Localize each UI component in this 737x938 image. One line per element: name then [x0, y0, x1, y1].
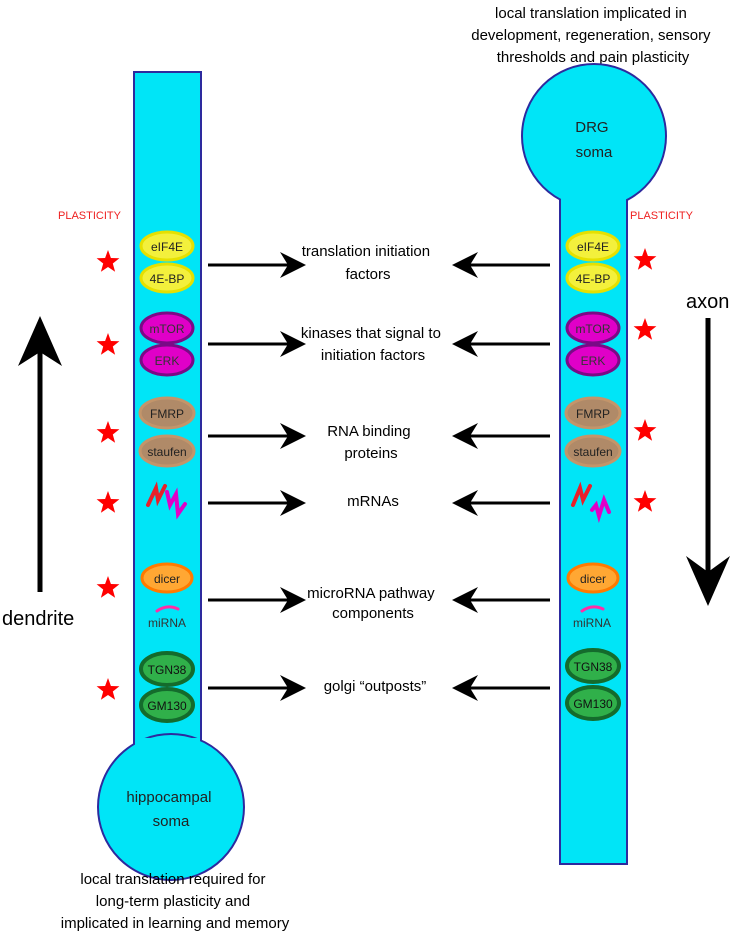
dendrite-molecules: eIF4E 4E-BP mTOR ERK FMRP staufen dicer …	[138, 230, 196, 723]
svg-text:staufen: staufen	[573, 445, 612, 459]
mtor-molecule	[565, 311, 621, 345]
svg-text:staufen: staufen	[147, 445, 186, 459]
svg-text:FMRP: FMRP	[150, 407, 184, 421]
svg-text:dicer: dicer	[580, 572, 606, 586]
svg-text:dicer: dicer	[154, 572, 180, 586]
svg-text:4E-BP: 4E-BP	[150, 272, 185, 286]
dicer-molecule	[566, 562, 620, 594]
right-to-center-arrow-icon	[452, 587, 550, 613]
axon-molecules: eIF4E 4E-BP mTOR ERK FMRP staufen dicer …	[564, 230, 622, 721]
erk-molecule	[139, 343, 195, 377]
hippocampal-soma-label: hippocampal soma	[126, 789, 215, 830]
red-star-icon	[96, 678, 120, 700]
staufen-molecule	[138, 434, 196, 468]
mrna-squiggle-icon	[146, 481, 187, 520]
dicer-molecule	[140, 562, 194, 594]
right-to-center-arrow-icon	[452, 252, 550, 278]
svg-text:ERK: ERK	[155, 354, 180, 368]
svg-text:GM130: GM130	[573, 697, 613, 711]
right-to-center-arrow-icon	[452, 490, 550, 516]
mtor-molecule	[139, 311, 195, 345]
svg-text:FMRP: FMRP	[576, 407, 610, 421]
left-to-center-arrow-icon	[208, 423, 306, 449]
red-star-icon	[96, 491, 120, 513]
svg-text:mTOR: mTOR	[149, 322, 184, 336]
red-star-icon	[96, 250, 120, 272]
svg-text:TGN38: TGN38	[574, 660, 613, 674]
axon-trunk	[559, 179, 628, 865]
right-to-center-arrow-icon	[452, 675, 550, 701]
erk-molecule	[565, 343, 621, 377]
category-label-initiation: translation initiation factors	[302, 243, 435, 283]
left-to-center-arrow-icon	[208, 331, 306, 357]
left-to-center-arrow-icon	[208, 252, 306, 278]
plasticity-stars	[96, 248, 657, 700]
dendrite-direction-arrow	[18, 316, 62, 592]
red-star-icon	[633, 419, 657, 441]
tgn38-molecule	[139, 651, 195, 687]
left-to-center-arrow-icon	[208, 675, 306, 701]
mirna-arc-icon	[580, 605, 605, 613]
right-to-center-arrow-icon	[452, 331, 550, 357]
plasticity-label-right: PLASTICITY	[630, 210, 694, 222]
staufen-molecule	[564, 434, 622, 468]
svg-text:TGN38: TGN38	[148, 663, 187, 677]
plasticity-label-left: PLASTICITY	[58, 210, 122, 222]
svg-text:GM130: GM130	[147, 699, 187, 713]
red-star-icon	[96, 576, 120, 598]
drg-soma-label: DRG soma	[575, 119, 613, 161]
category-labels: translation initiation factors kinases t…	[301, 243, 445, 695]
mirna-label: miRNA	[148, 616, 186, 630]
4e-bp-molecule	[139, 262, 195, 294]
fmrp-molecule	[138, 396, 196, 430]
top-right-caption: local translation implicated in developm…	[471, 5, 714, 66]
red-star-icon	[96, 333, 120, 355]
tgn38-molecule	[565, 648, 621, 684]
svg-text:eIF4E: eIF4E	[151, 240, 183, 254]
category-label-golgi: golgi “outposts”	[324, 678, 427, 695]
gm130-molecule	[565, 685, 621, 721]
red-star-icon	[96, 421, 120, 443]
4e-bp-molecule	[565, 262, 621, 294]
category-label-mrna: mRNAs	[347, 493, 399, 510]
red-star-icon	[633, 248, 657, 270]
bottom-left-caption: local translation required for long-term…	[61, 871, 290, 932]
svg-text:4E-BP: 4E-BP	[576, 272, 611, 286]
red-star-icon	[633, 490, 657, 512]
category-label-rbp: RNA binding proteins	[327, 423, 415, 462]
mrna-squiggle-icon	[571, 481, 611, 524]
category-label-kinases: kinases that signal to initiation factor…	[301, 325, 445, 364]
mirna-arc-icon	[155, 605, 180, 613]
eif4e-molecule	[565, 230, 621, 262]
right-to-center-arrow-icon	[452, 423, 550, 449]
left-to-center-arrow-icon	[208, 587, 306, 613]
red-star-icon	[633, 318, 657, 340]
left-to-center-arrow-icon	[208, 490, 306, 516]
axon-label: axon	[686, 291, 729, 313]
axon-direction-arrow	[686, 318, 730, 606]
category-label-microrna: microRNA pathway components	[307, 585, 439, 622]
fmrp-molecule	[564, 396, 622, 430]
eif4e-molecule	[139, 230, 195, 262]
mirna-label: miRNA	[573, 616, 611, 630]
svg-text:eIF4E: eIF4E	[577, 240, 609, 254]
svg-text:mTOR: mTOR	[575, 322, 610, 336]
hippocampal-soma	[97, 733, 245, 881]
svg-text:ERK: ERK	[581, 354, 606, 368]
gm130-molecule	[139, 687, 195, 723]
dendrite-label: dendrite	[2, 608, 74, 630]
category-arrows	[208, 252, 550, 701]
